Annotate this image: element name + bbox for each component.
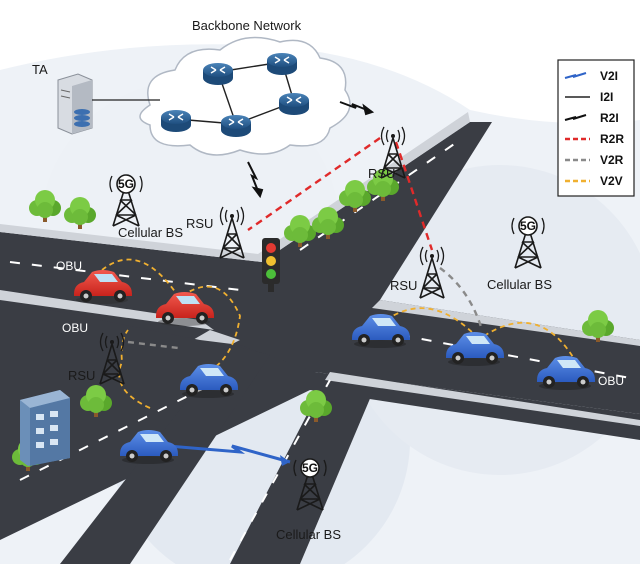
v2r-links [127, 267, 484, 350]
rsu-label: RSU [368, 166, 395, 181]
legend: V2I I2I R2I R2R V2R V2V [557, 59, 635, 197]
r2r-links [247, 137, 434, 251]
legend-label: R2R [600, 132, 624, 146]
cellular-bs-label: Cellular BS [487, 277, 552, 292]
obu-label: OBU [56, 259, 82, 273]
router-icon [278, 92, 310, 116]
badge-5g: 5G [118, 177, 134, 191]
obu-label: OBU [598, 374, 624, 388]
building [20, 390, 70, 466]
r2i-links [247, 101, 375, 199]
legend-label: I2I [600, 90, 613, 104]
legend-label: V2R [600, 153, 624, 167]
obu-label: OBU [62, 321, 88, 335]
badge-5g: 5G [302, 461, 318, 475]
badge-5g: 5G [520, 219, 536, 233]
legend-swatch [564, 72, 587, 79]
router-icon [220, 114, 252, 138]
backbone-label: Backbone Network [192, 18, 302, 33]
rsu-label: RSU [186, 216, 213, 231]
road-network [0, 112, 640, 564]
traffic-light-icon [262, 238, 280, 292]
router-icon [266, 52, 298, 76]
router-icon [160, 109, 192, 133]
legend-swatch [564, 114, 587, 121]
router-icon [202, 62, 234, 86]
legend-label: V2V [600, 174, 623, 188]
v2i-link [167, 444, 291, 466]
ta-label: TA [32, 62, 48, 77]
cellular-bs-label: Cellular BS [118, 225, 183, 240]
backbone-cloud [139, 36, 351, 156]
v2v-links [101, 258, 577, 409]
cellular-bs-label: Cellular BS [276, 527, 341, 542]
rsu-label: RSU [390, 278, 417, 293]
legend-label: R2I [600, 111, 619, 125]
legend-label: V2I [600, 69, 618, 83]
server-icon [57, 73, 93, 135]
rsu-label: RSU [68, 368, 95, 383]
